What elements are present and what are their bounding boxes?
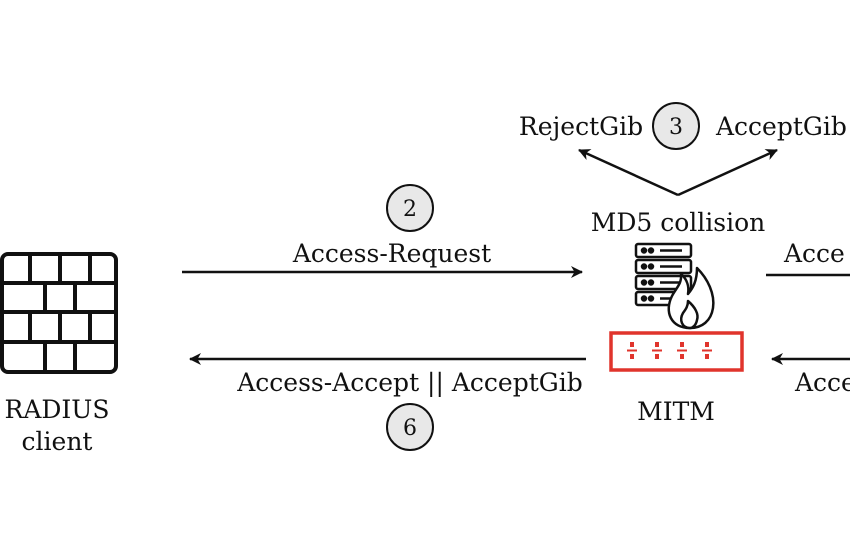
- step-3-badge: 3: [652, 102, 700, 150]
- step-6-badge: 6: [386, 403, 434, 451]
- router-icon: [609, 331, 744, 372]
- forward-request-label-cut: Acce: [783, 239, 845, 268]
- access-accept-label: Access-Accept || AcceptGib: [236, 368, 582, 398]
- collision-branch-arrows: [578, 148, 778, 197]
- server-icon: [634, 242, 693, 307]
- access-request-label: Access-Request: [292, 239, 491, 268]
- step-2-badge: 2: [386, 184, 434, 232]
- step-6-number: 6: [403, 416, 417, 441]
- response-label-cut: Acce: [794, 368, 850, 397]
- client-label-line1: RADIUS: [5, 395, 110, 424]
- accept-gib-label: AcceptGib: [715, 112, 847, 141]
- client-label-line2: client: [22, 427, 93, 456]
- step-3-number: 3: [669, 115, 683, 140]
- mitm-label: MITM: [637, 397, 715, 426]
- firewall-brick-icon: [0, 252, 118, 374]
- fire-icon: [667, 266, 715, 330]
- reject-gib-label: RejectGib: [519, 112, 643, 141]
- step-2-number: 2: [403, 197, 417, 222]
- md5-collision-label: MD5 collision: [591, 208, 766, 237]
